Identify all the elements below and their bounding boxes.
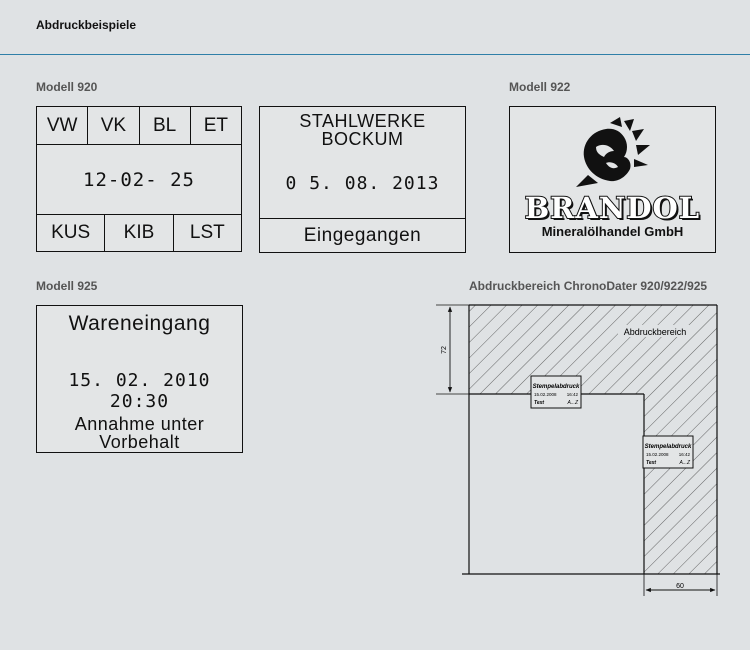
stamp-920-bottom-cell: LST xyxy=(189,222,225,243)
stamp-stahl-line1: STAHLWERKE xyxy=(299,111,426,131)
dimension-vertical-label: 72 xyxy=(441,346,448,354)
stamp-925-title: Wareneingang xyxy=(68,312,211,335)
brand-company: Mineralölhandel GmbH xyxy=(541,224,684,239)
stamp-920-top-cell: BL xyxy=(140,107,191,144)
sample-2-text: Text xyxy=(646,460,656,466)
sample-1-date: 15.02.2008 xyxy=(534,392,557,397)
sample-stamp-2: Stempelabdruck 15.02.2008 16:42 Text A..… xyxy=(642,435,694,469)
section-label-modell-925: Modell 925 xyxy=(36,279,98,293)
stamp-920-top-cell: VK xyxy=(88,107,140,144)
stamp-stahl-footer: Eingegangen xyxy=(260,218,465,252)
section-label-modell-920: Modell 920 xyxy=(36,80,98,94)
print-area-hatch xyxy=(469,305,717,574)
stamp-925-datetime: 15. 02. 2010 20:30 xyxy=(68,370,211,412)
stamp-920-top-cell: ET xyxy=(203,114,229,136)
stamp-925-line1: Annahme unter xyxy=(74,414,205,434)
stamp-920-bottom-cell: KUS xyxy=(37,215,106,251)
stamp-modell-922: BRANDOL Mineralölhandel GmbH xyxy=(509,106,716,253)
stamp-stahl-date: 0 5. 08. 2013 xyxy=(285,173,440,194)
abdruckbereich-diagram: 72 60 Abdruckbereich Stempelabdruck 15.0… xyxy=(436,304,720,596)
sample-1-title: Stempelabdruck xyxy=(533,384,580,390)
sample-2-title: Stempelabdruck xyxy=(645,444,692,450)
stamp-920-bottom-row: KUS KIB LST xyxy=(37,214,241,251)
sample-2-date: 15.02.2008 xyxy=(646,452,669,457)
stamp-925-line2: Vorbehalt xyxy=(99,432,180,452)
stamp-stahl-line2: BOCKUM xyxy=(321,129,404,149)
sample-1-range: A...Z xyxy=(566,400,579,406)
title-divider xyxy=(0,54,750,55)
sample-1-text: Text xyxy=(534,400,544,406)
sample-1-time: 16:42 xyxy=(567,392,579,397)
section-label-modell-922: Modell 922 xyxy=(509,80,571,94)
sample-2-time: 16:42 xyxy=(679,452,691,457)
stamp-920-top-row: VW VK BL ET xyxy=(37,107,241,145)
page-title: Abdruckbeispiele xyxy=(36,18,137,32)
stamp-stahlwerke: STAHLWERKE BOCKUM 0 5. 08. 2013 Eingegan… xyxy=(259,106,466,253)
sample-2-range: A...Z xyxy=(678,460,691,466)
stamp-920-top-cell: VW xyxy=(37,107,89,144)
section-label-abdruckbereich: Abdruckbereich ChronoDater 920/922/925 xyxy=(469,279,708,293)
sample-stamp-1: Stempelabdruck 15.02.2008 16:42 Text A..… xyxy=(530,375,582,409)
stamp-920-bottom-cell: KIB xyxy=(105,215,174,251)
stamp-920-date: 12-02- 25 xyxy=(83,168,195,191)
brand-logo-icon xyxy=(576,117,650,187)
brand-wordmark: BRANDOL xyxy=(524,190,701,226)
stamp-modell-925: Wareneingang 15. 02. 2010 20:30 Annahme … xyxy=(36,305,243,453)
dimension-horizontal-label: 60 xyxy=(676,583,684,590)
abdruckbereich-label: Abdruckbereich xyxy=(624,327,687,337)
stamp-modell-920: VW VK BL ET 12-02- 25 KUS KIB LST xyxy=(36,106,242,252)
